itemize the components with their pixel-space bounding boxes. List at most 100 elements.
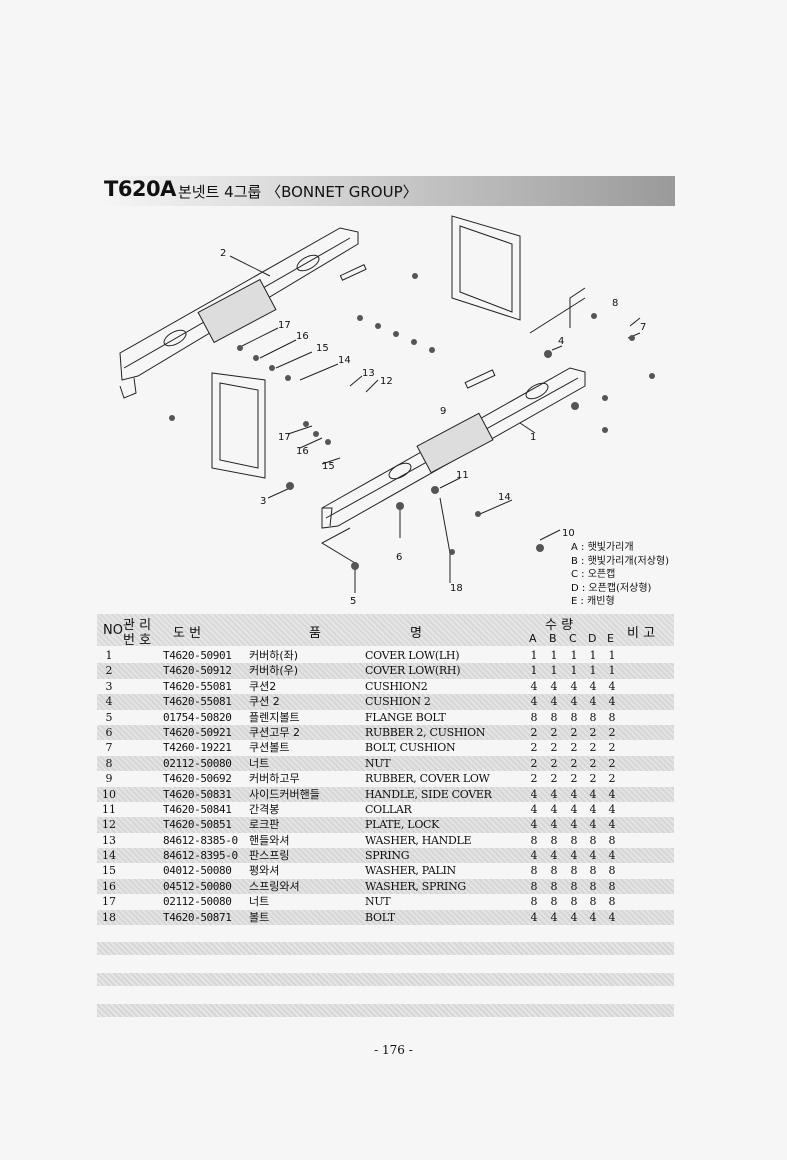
row-qty-e: 4 — [608, 849, 616, 863]
row-part-number: T4620-55081 — [163, 695, 232, 709]
row-qty-b: 4 — [550, 695, 558, 709]
row-no: 1 — [105, 649, 113, 662]
row-part-number: T4620-50921 — [163, 725, 232, 739]
callout-label: 9 — [440, 406, 446, 417]
row-qty-b: 4 — [550, 910, 558, 924]
row-korean-name: 플렌지볼트 — [249, 710, 300, 724]
row-qty-c: 8 — [570, 895, 578, 909]
row-qty-c: 4 — [570, 802, 578, 816]
row-korean-name: 커버하(좌) — [249, 649, 299, 662]
callout-label: 11 — [456, 470, 469, 481]
callout-label: 18 — [450, 583, 463, 594]
legend-item: E : 캐빈형 — [571, 596, 615, 607]
row-korean-name: 쿠션 2 — [249, 695, 280, 709]
row-qty-b: 4 — [550, 679, 558, 693]
row-no: 2 — [105, 664, 113, 678]
row-qty-a: 4 — [530, 910, 538, 924]
row-korean-name: 커버하고무 — [249, 772, 300, 786]
row-no: 17 — [102, 895, 116, 909]
row-qty-a: 4 — [530, 679, 538, 693]
blank-row — [97, 942, 674, 955]
header-mgmt-bottom: 번 호 — [123, 633, 152, 648]
row-part-number: 84612-8395-0 — [163, 849, 238, 863]
callout-label: 4 — [558, 336, 564, 347]
row-no: 13 — [102, 833, 116, 847]
row-qty-d: 2 — [589, 756, 597, 770]
page-number: - 176 - — [374, 1043, 413, 1057]
row-qty-c: 4 — [570, 910, 578, 924]
row-no: 12 — [102, 818, 116, 832]
row-no: 7 — [105, 741, 113, 755]
row-korean-name: 볼트 — [249, 910, 270, 924]
row-qty-c: 4 — [570, 849, 578, 863]
row-english-name: COLLAR — [365, 802, 412, 816]
callout-label: 15 — [322, 461, 335, 472]
callout-label: 16 — [296, 331, 309, 342]
legend-item: D : 오픈캡(저상형) — [571, 582, 652, 594]
row-qty-e: 1 — [608, 649, 616, 662]
header-qty-e: E — [607, 632, 614, 645]
header-qty-b: B — [549, 632, 557, 645]
row-qty-b: 2 — [550, 725, 558, 739]
row-qty-b: 8 — [550, 879, 558, 893]
row-qty-b: 4 — [550, 787, 558, 801]
row-qty-e: 4 — [608, 818, 616, 832]
row-qty-a: 8 — [530, 864, 538, 878]
row-english-name: HANDLE, SIDE COVER — [365, 787, 492, 801]
row-qty-d: 4 — [589, 849, 597, 863]
row-qty-e: 4 — [608, 679, 616, 693]
row-qty-a: 8 — [530, 833, 538, 847]
row-qty-b: 1 — [550, 649, 558, 662]
row-part-number: T4620-50871 — [163, 910, 232, 924]
row-qty-e: 2 — [608, 725, 616, 739]
callout-label: 2 — [220, 248, 226, 259]
row-qty-c: 1 — [570, 649, 578, 662]
row-qty-a: 4 — [530, 818, 538, 832]
row-qty-c: 8 — [570, 833, 578, 847]
header-note: 비 고 — [627, 626, 656, 641]
row-qty-e: 2 — [608, 756, 616, 770]
row-qty-d: 1 — [589, 664, 597, 678]
callout-label: 13 — [362, 368, 375, 379]
row-qty-a: 8 — [530, 895, 538, 909]
group-title: 본넷트 4그룹 〈BONNET GROUP〉 — [178, 183, 418, 201]
row-qty-c: 2 — [570, 741, 578, 755]
row-qty-a: 2 — [530, 756, 538, 770]
callout-label: 17 — [278, 320, 291, 331]
row-part-number: 02112-50080 — [163, 895, 232, 909]
row-qty-a: 2 — [530, 772, 538, 786]
row-qty-c: 8 — [570, 879, 578, 893]
callout-label: 8 — [612, 298, 618, 309]
row-korean-name: 쿠션2 — [249, 679, 277, 693]
row-qty-b: 8 — [550, 710, 558, 724]
row-qty-b: 4 — [550, 818, 558, 832]
row-korean-name: 너트 — [249, 756, 270, 770]
row-korean-name: 평와셔 — [249, 864, 280, 878]
row-english-name: WASHER, SPRING — [365, 879, 466, 893]
row-part-number: 01754-50820 — [163, 710, 232, 724]
row-qty-c: 2 — [570, 756, 578, 770]
header-name-b: 명 — [410, 626, 422, 641]
exploded-parts-diagram: 2 1 3 4 5 6 7 8 9 10 11 12 13 14 15 16 1… — [119, 215, 655, 607]
row-part-number: T4620-50901 — [163, 649, 232, 662]
row-qty-d: 4 — [589, 695, 597, 709]
row-qty-d: 2 — [589, 725, 597, 739]
row-no: 4 — [105, 695, 113, 709]
row-qty-c: 2 — [570, 772, 578, 786]
row-english-name: NUT — [365, 756, 391, 770]
row-qty-e: 1 — [608, 664, 616, 678]
row-qty-e: 8 — [608, 864, 616, 878]
model-code: T620A — [104, 177, 176, 201]
row-qty-b: 1 — [550, 664, 558, 678]
row-part-number: 02112-50080 — [163, 756, 232, 770]
diagram-callouts: 2 1 3 4 5 6 7 8 9 10 11 12 13 14 15 16 1… — [220, 248, 646, 607]
